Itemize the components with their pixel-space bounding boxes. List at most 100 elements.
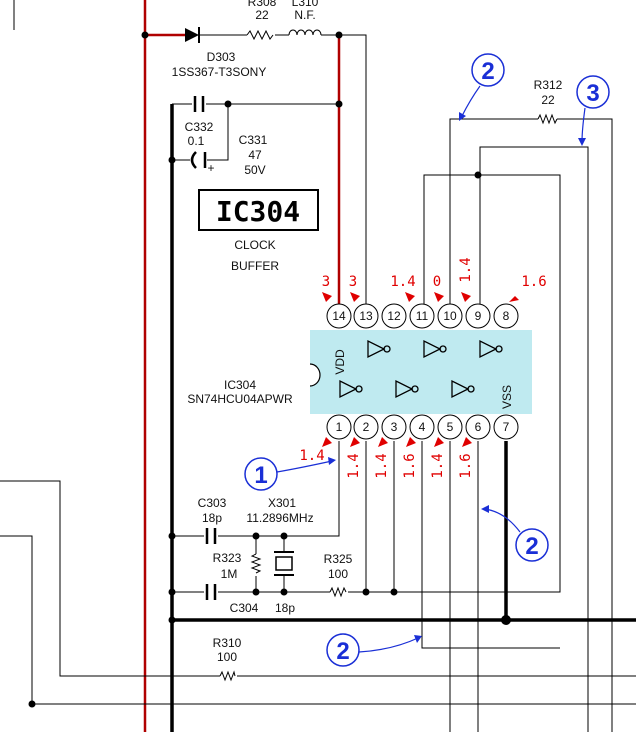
r323-val: 1M	[221, 567, 238, 581]
voltage-pin-3: 1.4	[374, 453, 390, 478]
capacitor-c303	[205, 528, 217, 544]
r308-val: 22	[255, 8, 269, 22]
diode-d303	[185, 27, 247, 43]
x301-val: 11.2896MHz	[246, 511, 313, 525]
voltage-pin-10: 0	[433, 274, 441, 290]
d303-ref: D303	[207, 50, 236, 64]
c303-ref: C303	[198, 496, 227, 510]
r325-val: 100	[328, 567, 348, 581]
l310-ref: L310	[292, 0, 319, 9]
vdd-label: VDD	[333, 349, 347, 375]
pin-7: 7	[493, 414, 519, 440]
ic-ref-label: IC304	[224, 378, 256, 392]
c332-val: 0.1	[188, 134, 205, 148]
voltage-pin-6: 1.6	[458, 453, 474, 478]
r310-ref: R310	[213, 636, 242, 650]
pin-1: 1	[326, 414, 352, 440]
junction-dots	[28, 31, 511, 708]
svg-text:2: 2	[336, 638, 349, 665]
voltage-pin-5: 1.4	[430, 453, 446, 478]
function-label-2: BUFFER	[231, 259, 279, 273]
ic304-name-box: IC304	[198, 189, 319, 231]
voltage-pin-11: 1.4	[390, 274, 415, 290]
svg-text:3: 3	[586, 80, 599, 107]
pin-4: 4	[409, 414, 435, 440]
svg-text:5: 5	[447, 420, 454, 434]
svg-text:IC304: IC304	[216, 195, 300, 228]
ic-bottom-pins: 1 2 3 4 5 6 7	[326, 414, 519, 440]
resistor-r323	[250, 553, 262, 574]
voltage-pin-4: 1.6	[402, 453, 418, 478]
svg-text:13: 13	[359, 309, 373, 323]
marker-2-right: 2	[481, 505, 549, 562]
pin-6: 6	[465, 414, 491, 440]
r323-ref: R323	[213, 551, 242, 565]
capacitor-c332	[193, 96, 205, 112]
resistor-r312	[537, 113, 558, 125]
pin-2: 2	[353, 414, 379, 440]
svg-text:10: 10	[443, 309, 457, 323]
r308-ref: R308	[248, 0, 277, 9]
inductor-l310	[288, 29, 322, 36]
r325-ref: R325	[324, 552, 353, 566]
pin-10: 10	[437, 303, 463, 329]
svg-text:2: 2	[363, 420, 370, 434]
marker-3: 3	[576, 75, 610, 146]
voltage-pin-2: 1.4	[346, 453, 362, 478]
svg-text:2: 2	[525, 533, 538, 560]
marker-1: 1	[244, 457, 336, 491]
ic-top-pins: 14 13 12 11 10 9 8	[326, 303, 519, 329]
voltage-pin-9: 1.4	[458, 257, 474, 282]
pin-14: 14	[326, 303, 352, 329]
pin-5: 5	[437, 414, 463, 440]
svg-text:12: 12	[387, 309, 401, 323]
c331-volt: 50V	[244, 163, 265, 177]
voltage-pin-13: 3	[349, 274, 357, 290]
svg-text:4: 4	[419, 420, 426, 434]
c332-ref: C332	[185, 120, 214, 134]
pin-11: 11	[409, 303, 435, 329]
voltage-pin-1: 1.4	[299, 448, 324, 464]
capacitor-c331	[190, 151, 207, 169]
svg-text:3: 3	[391, 420, 398, 434]
voltage-pin-14: 3	[322, 274, 330, 290]
ic-part-label: SN74HCU04APWR	[187, 392, 293, 406]
resistor-r308	[246, 29, 274, 41]
r312-val: 22	[541, 93, 555, 107]
resistor-r325	[329, 586, 347, 598]
crystal-x301	[274, 551, 294, 576]
c303-val: 18p	[202, 511, 222, 525]
svg-text:11: 11	[416, 309, 429, 323]
d303-part: 1SS367-T3SONY	[172, 65, 267, 79]
svg-text:8: 8	[503, 309, 510, 323]
svg-text:7: 7	[503, 420, 510, 434]
svg-text:1: 1	[336, 420, 343, 434]
marker-2-top: 2	[459, 53, 505, 121]
vss-label: VSS	[500, 385, 514, 409]
function-label-1: CLOCK	[234, 238, 275, 252]
c331-val: 47	[248, 148, 262, 162]
c331-ref: C331	[239, 133, 268, 147]
svg-text:1: 1	[254, 462, 267, 489]
r312-ref: R312	[534, 78, 563, 92]
marker-2-bottom: 2	[326, 633, 422, 667]
voltage-pin-8: 1.6	[521, 274, 546, 290]
resistor-r310	[219, 670, 236, 682]
c331-plus: +	[207, 161, 214, 175]
svg-text:14: 14	[332, 309, 346, 323]
pin-12: 12	[381, 303, 407, 329]
ic304-body	[309, 330, 532, 414]
ground-rail	[170, 104, 636, 732]
r310-val: 100	[217, 650, 237, 664]
pin-3: 3	[381, 414, 407, 440]
l310-val: N.F.	[294, 8, 315, 22]
svg-text:6: 6	[475, 420, 482, 434]
c304-ref: C304	[230, 601, 259, 615]
svg-text:2: 2	[481, 58, 494, 85]
pin-13: 13	[353, 303, 379, 329]
power-rail-red	[143, 0, 341, 732]
c304-val: 18p	[275, 601, 295, 615]
probe-markers-bottom	[322, 437, 472, 447]
